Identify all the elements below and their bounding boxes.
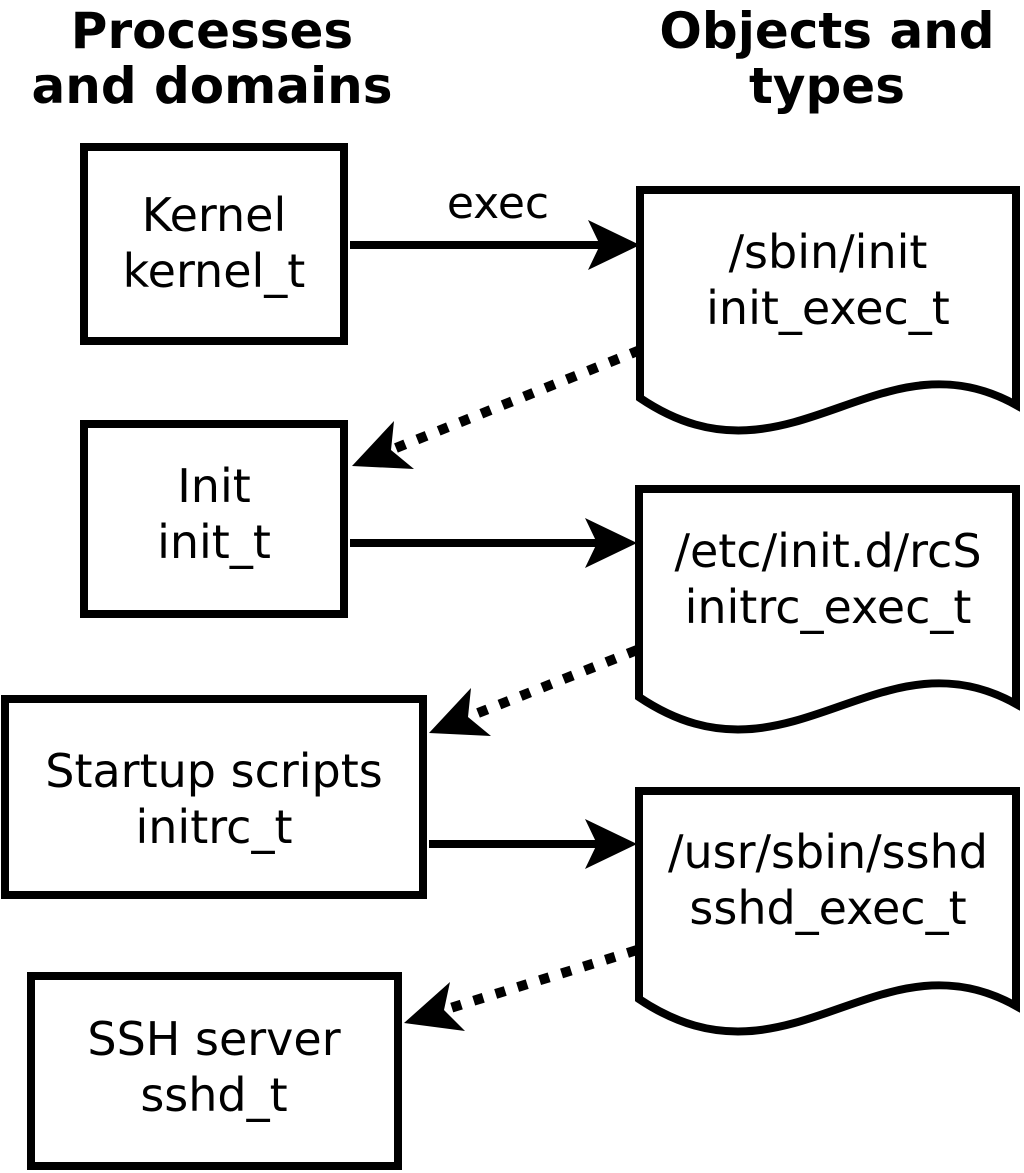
arrowhead-icon xyxy=(585,518,637,568)
ssh-name: SSH server xyxy=(87,1012,340,1066)
dotted-line xyxy=(389,345,642,455)
usr-sbin-sshd-doc-shape xyxy=(635,787,1020,1036)
exec-label: exec xyxy=(447,178,549,229)
dotted-arrow-init-exec-to-init xyxy=(352,345,642,469)
sbin-init-doc-shape xyxy=(636,186,1020,435)
object-doc-usr-sbin-sshd: /usr/sbin/sshd sshd_exec_t xyxy=(635,787,1020,1036)
arrowhead-icon xyxy=(585,819,637,869)
column-header-objects: Objects and types xyxy=(659,2,994,115)
header-right-line1: Objects and xyxy=(659,2,994,60)
etc-initd-rcs-type: initrc_exec_t xyxy=(685,580,972,634)
ssh-domain: sshd_t xyxy=(140,1068,287,1122)
sbin-init-path: /sbin/init xyxy=(729,225,928,279)
process-box-kernel: Kernel kernel_t xyxy=(80,143,348,345)
etc-initd-rcs-doc-shape xyxy=(635,485,1020,734)
object-doc-sbin-init: /sbin/init init_exec_t xyxy=(636,186,1020,435)
dotted-arrow-sshd-exec-to-sshd xyxy=(404,945,639,1031)
sbin-init-type: init_exec_t xyxy=(706,281,950,335)
solid-arrow-init-to-initrc-exec xyxy=(350,518,637,568)
etc-initd-rcs-path: /etc/init.d/rcS xyxy=(674,524,981,578)
arrowhead-icon xyxy=(429,688,491,736)
kernel-name: Kernel xyxy=(142,188,287,242)
kernel-box-rect xyxy=(80,143,348,345)
process-box-init: Init init_t xyxy=(80,420,348,618)
solid-arrow-initrc-to-sshd-exec xyxy=(429,819,637,869)
init-name: Init xyxy=(177,459,251,513)
startup-name: Startup scripts xyxy=(45,744,383,798)
header-left-line1: Processes xyxy=(71,2,353,60)
startup-domain: initrc_t xyxy=(136,800,293,854)
startup-box-rect xyxy=(1,695,427,899)
header-left-line2: and domains xyxy=(31,57,392,115)
usr-sbin-sshd-path: /usr/sbin/sshd xyxy=(668,825,988,879)
arrowhead-icon xyxy=(352,421,414,469)
init-box-rect xyxy=(80,420,348,618)
dotted-line xyxy=(442,945,639,1015)
dotted-line xyxy=(466,645,639,722)
header-right-line2: types xyxy=(749,57,905,115)
dotted-arrow-initrc-exec-to-initrc xyxy=(429,645,639,736)
init-domain: init_t xyxy=(157,515,271,569)
process-box-startup-scripts: Startup scripts initrc_t xyxy=(1,695,427,899)
arrowhead-icon xyxy=(404,982,465,1031)
ssh-box-rect xyxy=(27,972,402,1170)
kernel-domain: kernel_t xyxy=(123,244,306,298)
object-doc-etc-initd-rcs: /etc/init.d/rcS initrc_exec_t xyxy=(635,485,1020,734)
process-box-ssh-server: SSH server sshd_t xyxy=(27,972,402,1170)
usr-sbin-sshd-type: sshd_exec_t xyxy=(689,881,966,935)
solid-arrow-kernel-to-init-exec: exec xyxy=(350,178,640,270)
arrowhead-icon xyxy=(588,220,640,270)
column-header-processes: Processes and domains xyxy=(31,2,392,115)
